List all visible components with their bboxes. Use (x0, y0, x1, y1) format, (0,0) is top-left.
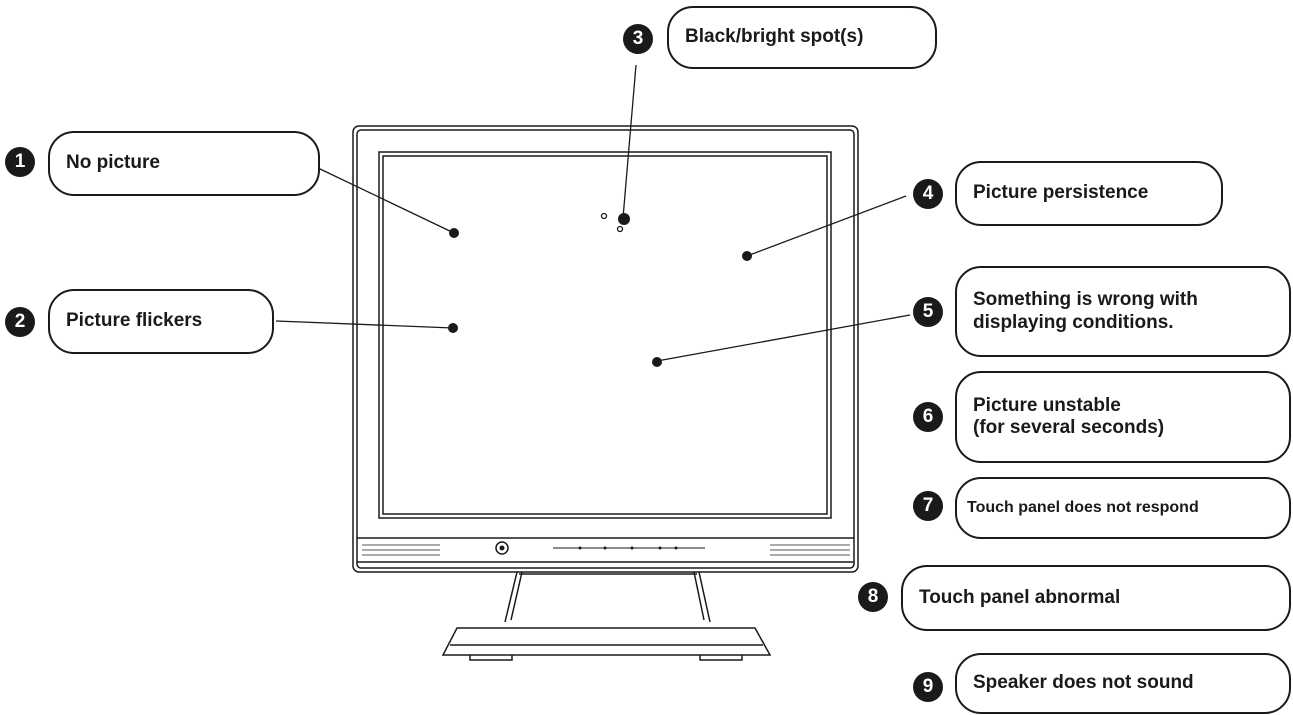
callout-number-8: 8 (858, 582, 888, 612)
power-button (495, 541, 509, 555)
callout-label-line-2: (for several seconds) (973, 417, 1165, 438)
callout-number-5: 5 (913, 297, 943, 327)
callout-picture-unstable: Picture unstable (for several seconds) (955, 371, 1291, 463)
callout-label: Touch panel does not respond (967, 498, 1199, 516)
callout-number-9: 9 (913, 672, 943, 702)
callout-label-line-2: displaying conditions. (973, 311, 1174, 333)
callout-label: Speaker does not sound (973, 672, 1194, 694)
callout-number-3: 3 (623, 24, 653, 54)
callout-picture-persistence: Picture persistence (955, 161, 1223, 226)
callout-touch-panel-no-response: Touch panel does not respond (955, 477, 1291, 539)
monitor-screen (378, 151, 832, 519)
monitor-stand-neck (504, 571, 711, 623)
callout-label: Picture persistence (973, 182, 1149, 204)
callout-touch-panel-abnormal: Touch panel abnormal (901, 565, 1291, 631)
callout-label: No picture (66, 152, 160, 174)
callout-speaker-no-sound: Speaker does not sound (955, 653, 1291, 714)
callout-label: Black/bright spot(s) (685, 26, 864, 48)
callout-picture-flickers: Picture flickers (48, 289, 274, 354)
callout-label-line-1: Picture unstable (973, 394, 1121, 416)
callout-black-bright-spots: Black/bright spot(s) (667, 6, 937, 69)
callout-number-6: 6 (913, 402, 943, 432)
monitor-base (441, 627, 772, 656)
callout-displaying-conditions: Something is wrong with displaying condi… (955, 266, 1291, 357)
monitor-bezel (352, 125, 859, 573)
callout-label: Touch panel abnormal (919, 586, 1121, 608)
callout-label-line-1: Something is wrong with (973, 289, 1198, 311)
callout-number-4: 4 (913, 179, 943, 209)
callout-number-1: 1 (5, 147, 35, 177)
callout-no-picture: No picture (48, 131, 320, 196)
callout-number-7: 7 (913, 491, 943, 521)
callout-label: Picture flickers (66, 310, 203, 332)
callout-number-2: 2 (5, 307, 35, 337)
